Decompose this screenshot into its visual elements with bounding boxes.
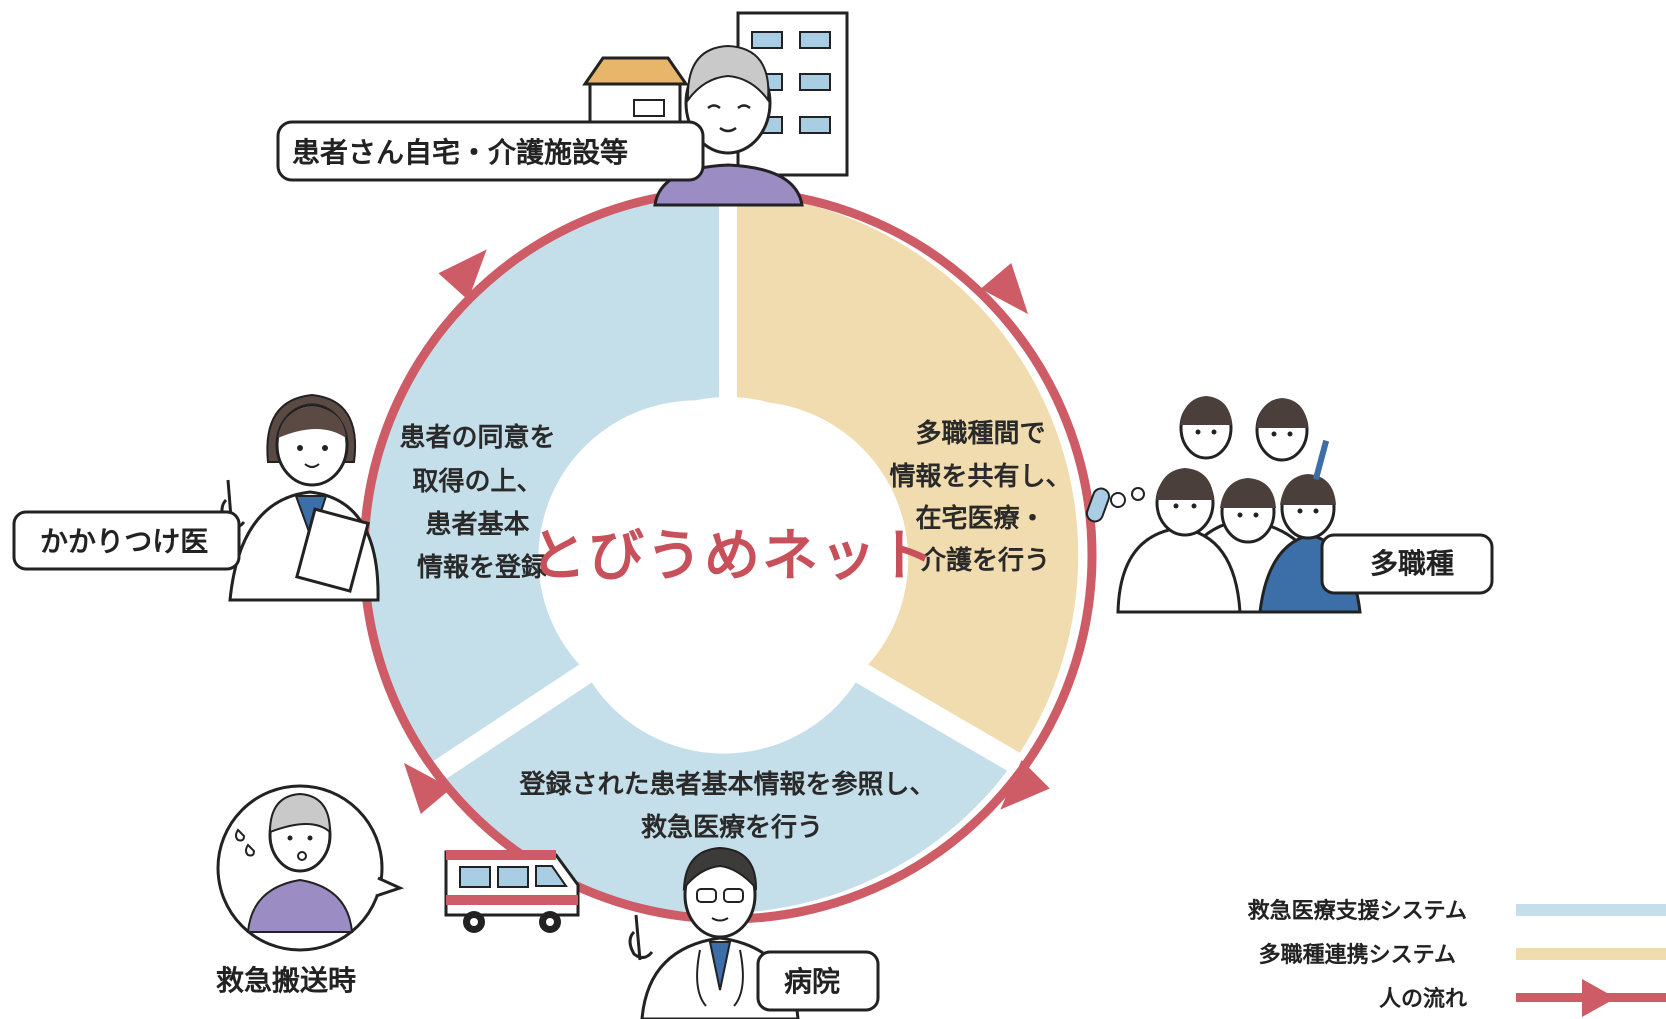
toothbrush-icon [1312,439,1330,481]
segment-emergency [440,682,1008,914]
emergency-transport-label: 救急搬送時 [216,964,356,997]
ambulance-icon [444,850,580,933]
segment-emergency-text: 登録された患者基本情報を参照し、 救急医療を行う [518,769,944,843]
flow-arrows [403,249,1050,815]
clipboard-icon [295,507,370,593]
segment-multi-profession-text: 多職種間で 情報を共有し、 在宅医療・ 介護を行う [889,419,1080,576]
segment-multi-profession [737,193,1079,753]
glasses-icon [696,888,717,903]
multi-profession-illustration [1085,396,1362,614]
flow-arrow-icon [403,762,452,815]
tobiume-net-logo: とびうめネット [530,524,936,589]
legend: 救急医療支援システム 多職種連携システム 人の流れ [1248,898,1666,1017]
hospital-doctor-illustration [628,846,800,1019]
home-label: 患者さん自宅・介護施設等 [276,120,705,182]
legend-label-emergency: 救急医療支援システム [1248,898,1467,924]
svg-text:かかりつけ医: かかりつけ医 [40,525,208,558]
pill-icon [1110,492,1126,508]
legend-label-multi: 多職種連携システム [1259,942,1456,968]
donut-hole [570,397,886,713]
legend-swatch-multi [1516,948,1666,960]
donut-chart [361,193,1079,914]
svg-text:病院: 病院 [784,965,840,998]
multi-profession-label: 多職種 [1320,533,1494,595]
house-roof-icon [582,56,689,86]
emergency-patient-bubble [216,784,405,952]
flow-arrow-icon [980,262,1029,315]
segment-registration [361,193,719,765]
flow-arrow-icon [1000,760,1050,810]
segment-registration-text: 患者の同意を 取得の上、 患者基本 情報を登録 [399,422,564,583]
flow-arrow-icon [438,249,487,300]
legend-swatch-emergency [1516,904,1666,916]
family-doctor-label: かかりつけ医 [12,510,241,571]
pill-capsule-icon [1085,487,1111,523]
legend-label-flow: 人の流れ [1379,986,1467,1012]
svg-text:多職種: 多職種 [1370,547,1454,580]
home-illustration [582,11,849,207]
legend-flow-arrow-icon [1582,979,1616,1017]
family-doctor-illustration [220,393,380,602]
svg-text:患者さん自宅・介護施設等: 患者さん自宅・介護施設等 [292,136,628,169]
hospital-label: 病院 [756,950,880,1012]
